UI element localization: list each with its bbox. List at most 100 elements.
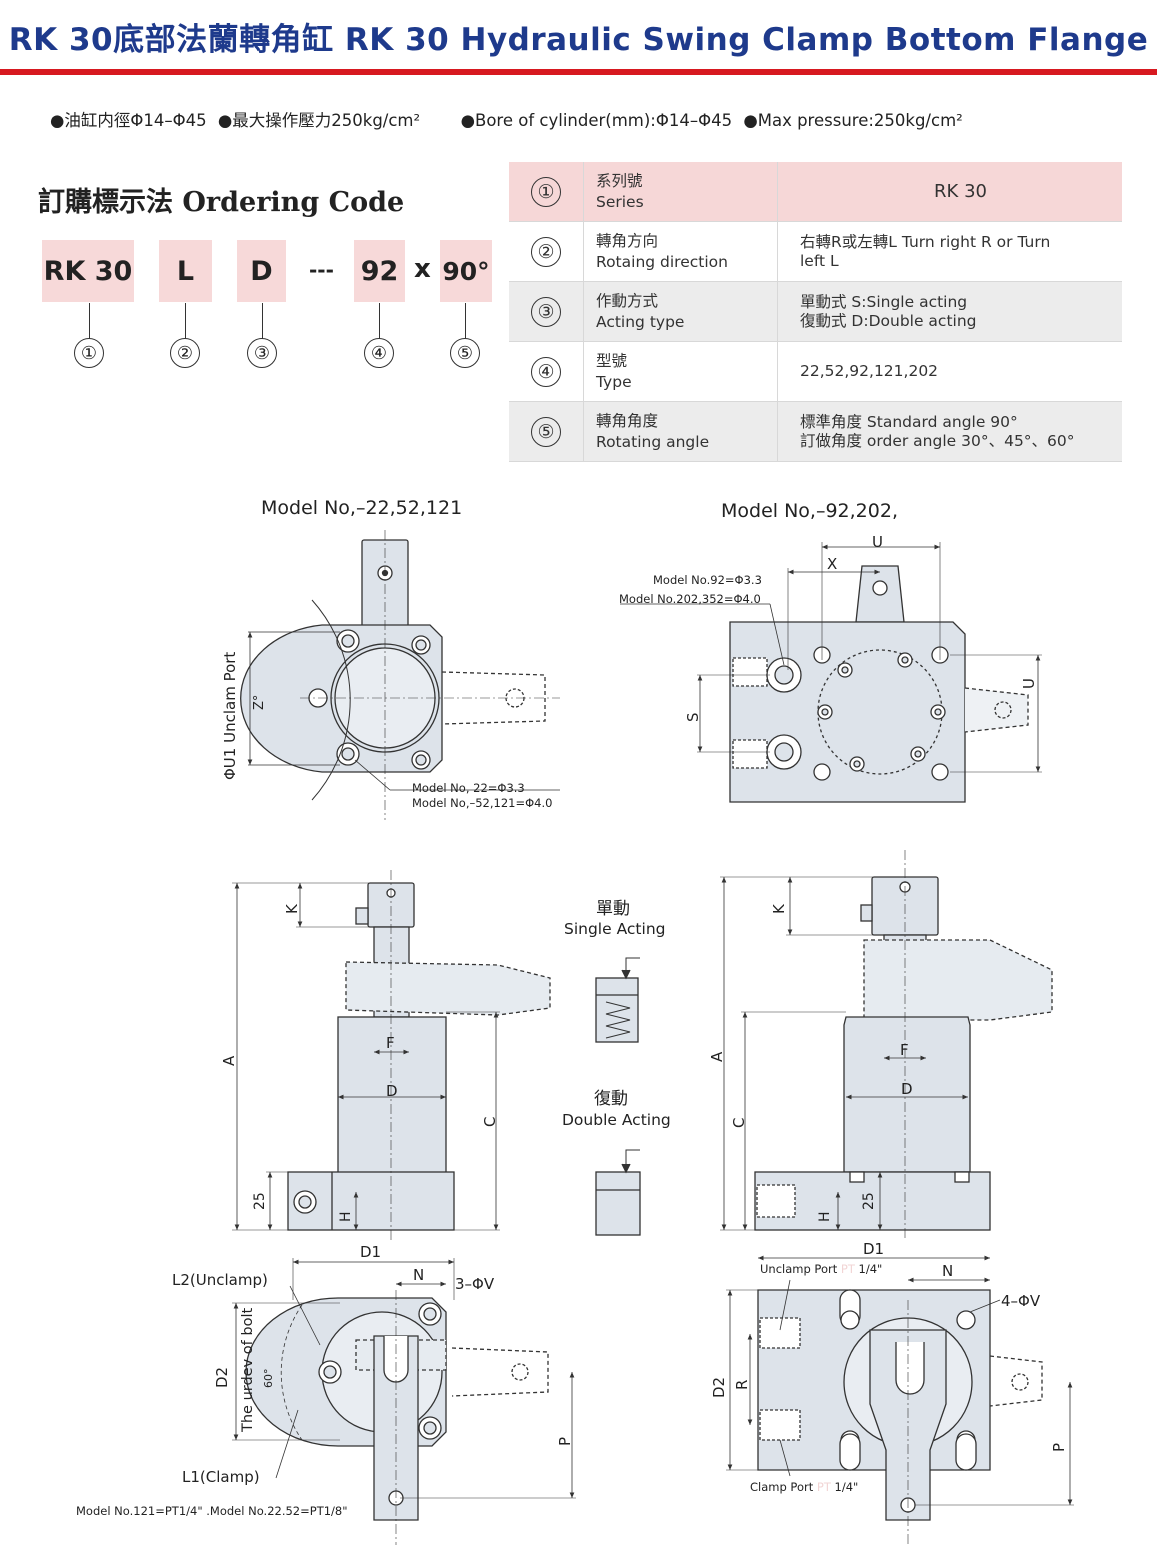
key-en: Series (596, 192, 644, 211)
top-right-top-view (620, 542, 1042, 803)
bl-dim-d1: D1 (360, 1243, 382, 1261)
code-num-4: ④ (364, 338, 394, 368)
br-dim-n: N (942, 1262, 954, 1280)
bl-bolt-label: The urdev of bolt (240, 1307, 256, 1432)
bl-note: Model No.121=PT1/4" .Model No.22.52=PT1/… (76, 1504, 348, 1518)
double-acting-zh: 復動 (594, 1089, 628, 1109)
bottom-right-bottom-view (726, 1255, 1074, 1545)
br-unclamp-port: Unclamp Port PT 1/4" (760, 1262, 883, 1276)
code-type: 92 (354, 240, 405, 302)
key-en: Rotating angle (596, 432, 710, 451)
code-num-3: ③ (247, 338, 277, 368)
value: 右轉R或左轉L Turn right R or Turn (800, 232, 1051, 251)
tr-note-2: Model No.202,352=Φ4.0 (619, 592, 761, 606)
single-acting-symbol (595, 957, 640, 1043)
table-row: ⑤ 轉角角度 Rotating angle 標準角度 Standard angle… (509, 401, 1122, 462)
value: 22,52,92,121,202 (800, 362, 939, 380)
key-zh: 作動方式 (596, 291, 659, 310)
mr-dim-k: K (770, 904, 788, 914)
table-row: ④ 型號 Type 22,52,92,121,202 (509, 341, 1122, 402)
spec-pressure-en: ●Max pressure:250kg/cm² (743, 111, 963, 130)
br-4v: 4–ΦV (1001, 1292, 1041, 1310)
title-underline (0, 69, 1157, 75)
mr-dim-c: C (730, 1117, 748, 1128)
tr-note-1: Model No.92=Φ3.3 (653, 573, 762, 587)
bl-3v: 3–ΦV (455, 1275, 495, 1293)
mr-dim-25: 25 (861, 1192, 877, 1210)
middle-left-side-view (232, 870, 551, 1240)
top-left-top-view (240, 530, 560, 820)
br-dim-d2: D2 (710, 1376, 728, 1398)
row-number: ① (531, 176, 561, 207)
middle-right-side-view (720, 850, 1053, 1240)
bl-60-label: 60° (262, 1368, 275, 1389)
code-num-5: ⑤ (450, 338, 480, 368)
bottom-left-bottom-view (232, 1258, 576, 1545)
code-series: RK 30 (42, 240, 134, 302)
code-x: x (414, 254, 431, 284)
spec-pressure-zh: ●最大操作壓力250kg/cm² (217, 111, 421, 130)
ml-dim-25: 25 (252, 1192, 268, 1210)
mr-dim-a: A (708, 1051, 726, 1062)
bl-l1-label: L1(Clamp) (182, 1468, 260, 1486)
table-row: ① 系列號 Series RK 30 (509, 162, 1122, 222)
mr-dim-h: H (817, 1211, 833, 1222)
unclamp-port-label: ΦU1 Unclam Port (221, 651, 239, 780)
code-acting: D (237, 240, 286, 302)
dim-s: S (684, 712, 702, 722)
value: 單動式 S:Single acting (800, 292, 968, 311)
key-zh: 型號 (596, 351, 628, 370)
value-2: left L (800, 251, 839, 270)
ml-dim-f: F (386, 1034, 395, 1052)
row-number: ③ (531, 296, 561, 327)
double-acting-symbol (595, 1149, 641, 1236)
ml-dim-a: A (220, 1055, 238, 1066)
code-angle: 90° (440, 240, 492, 302)
br-clamp-port: Clamp Port PT 1/4" (750, 1480, 859, 1494)
ml-dim-h: H (338, 1211, 354, 1222)
tl-note-1: Model No, 22=Φ3.3 (412, 781, 525, 795)
spec-bore-en: ●Bore of cylinder(mm):Φ14–Φ45 (460, 111, 733, 130)
bl-dim-p: P (556, 1436, 574, 1446)
single-acting-zh: 單動 (596, 899, 630, 919)
spec-line: ●油缸内徑Φ14–Φ45 ●最大操作壓力250kg/cm² ●Bore of c… (50, 107, 969, 131)
key-zh: 轉角角度 (596, 411, 659, 430)
key-en: Type (596, 372, 632, 391)
br-dim-r: R (733, 1379, 751, 1390)
key-en: Rotaing direction (596, 252, 728, 271)
ml-dim-d: D (386, 1082, 398, 1100)
br-dim-d1: D1 (863, 1240, 885, 1258)
ordering-table: ① 系列號 Series RK 30 ② 轉角方向 Rotaing directio… (509, 162, 1122, 462)
top-left-title: Model No,–22,52,121 (261, 497, 463, 519)
code-num-1: ① (74, 338, 104, 368)
value-2: 復動式 D:Double acting (800, 311, 977, 330)
value-2: 訂做角度 order angle 30°、45°、60° (800, 431, 1075, 450)
value: 標準角度 Standard angle 90° (800, 412, 1018, 431)
top-right-title: Model No,–92,202, (721, 500, 898, 522)
key-zh: 系列號 (596, 171, 643, 190)
double-acting-en: Double Acting (562, 1111, 671, 1129)
ml-dim-c: C (481, 1116, 499, 1127)
dim-u-top: U (872, 533, 883, 551)
row-number: ④ (531, 356, 561, 387)
key-zh: 轉角方向 (596, 231, 659, 250)
ml-dim-k: K (283, 904, 301, 914)
z-angle-label: Z° (252, 694, 267, 710)
code-direction: L (159, 240, 212, 302)
value: RK 30 (934, 181, 987, 202)
single-acting-en: Single Acting (564, 920, 666, 938)
row-number: ② (531, 236, 561, 267)
bl-dim-n: N (413, 1266, 425, 1284)
dim-x: X (827, 555, 838, 573)
code-num-2: ② (170, 338, 200, 368)
table-row: ② 轉角方向 Rotaing direction 右轉R或左轉L Turn rig… (509, 221, 1122, 282)
row-number: ⑤ (531, 416, 561, 447)
spec-bore-zh: ●油缸内徑Φ14–Φ45 (50, 111, 207, 130)
ordering-code-title: 訂購標示法 Ordering Code (38, 187, 405, 218)
br-dim-p: P (1050, 1442, 1068, 1452)
code-dash: --- (309, 258, 334, 282)
mr-dim-d: D (901, 1080, 913, 1098)
page-title: RK 30底部法蘭轉角缸 RK 30 Hydraulic Swing Clamp… (8, 22, 1149, 58)
